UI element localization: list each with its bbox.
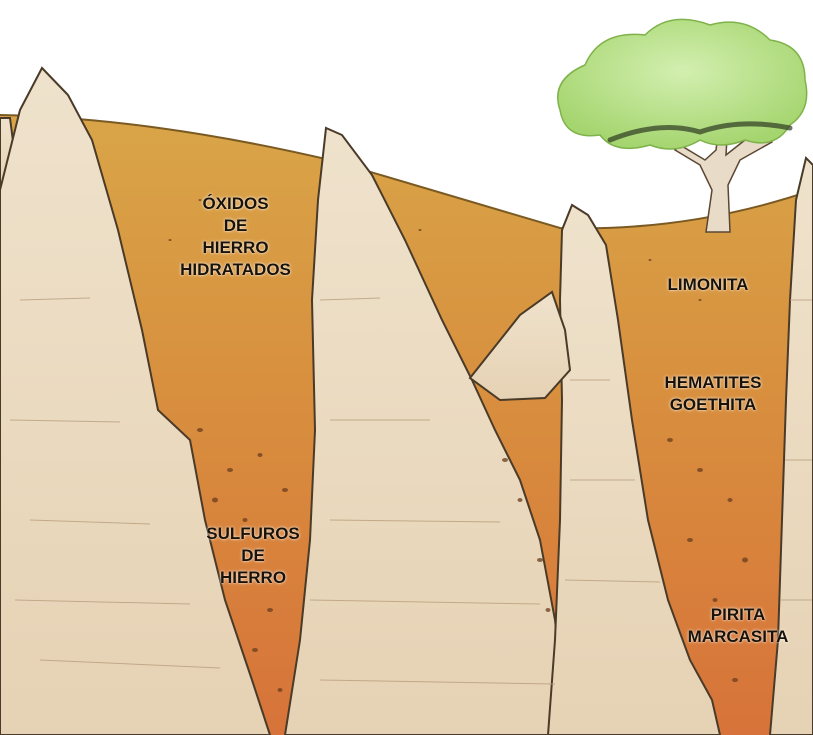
- label-line: DE: [168, 215, 303, 237]
- label-line: HIERRO: [168, 237, 303, 259]
- label-hematites-goethita: HEMATITES GOETHITA: [648, 372, 778, 416]
- label-limonita: LIMONITA: [648, 274, 768, 296]
- label-line: HEMATITES: [648, 372, 778, 394]
- label-pirita-marcasita: PIRITA MARCASITA: [668, 604, 808, 648]
- label-line: MARCASITA: [668, 626, 808, 648]
- label-line: ÓXIDOS: [168, 193, 303, 215]
- label-line: PIRITA: [668, 604, 808, 626]
- label-line: DE: [188, 545, 318, 567]
- label-line: GOETHITA: [648, 394, 778, 416]
- label-oxidos-hierro-hidratados: ÓXIDOS DE HIERRO HIDRATADOS: [168, 193, 303, 281]
- label-line: HIERRO: [188, 567, 318, 589]
- label-line: LIMONITA: [648, 274, 768, 296]
- label-line: SULFUROS: [188, 523, 318, 545]
- label-line: HIDRATADOS: [168, 259, 303, 281]
- label-sulfuros-de-hierro: SULFUROS DE HIERRO: [188, 523, 318, 589]
- tree: [558, 19, 807, 232]
